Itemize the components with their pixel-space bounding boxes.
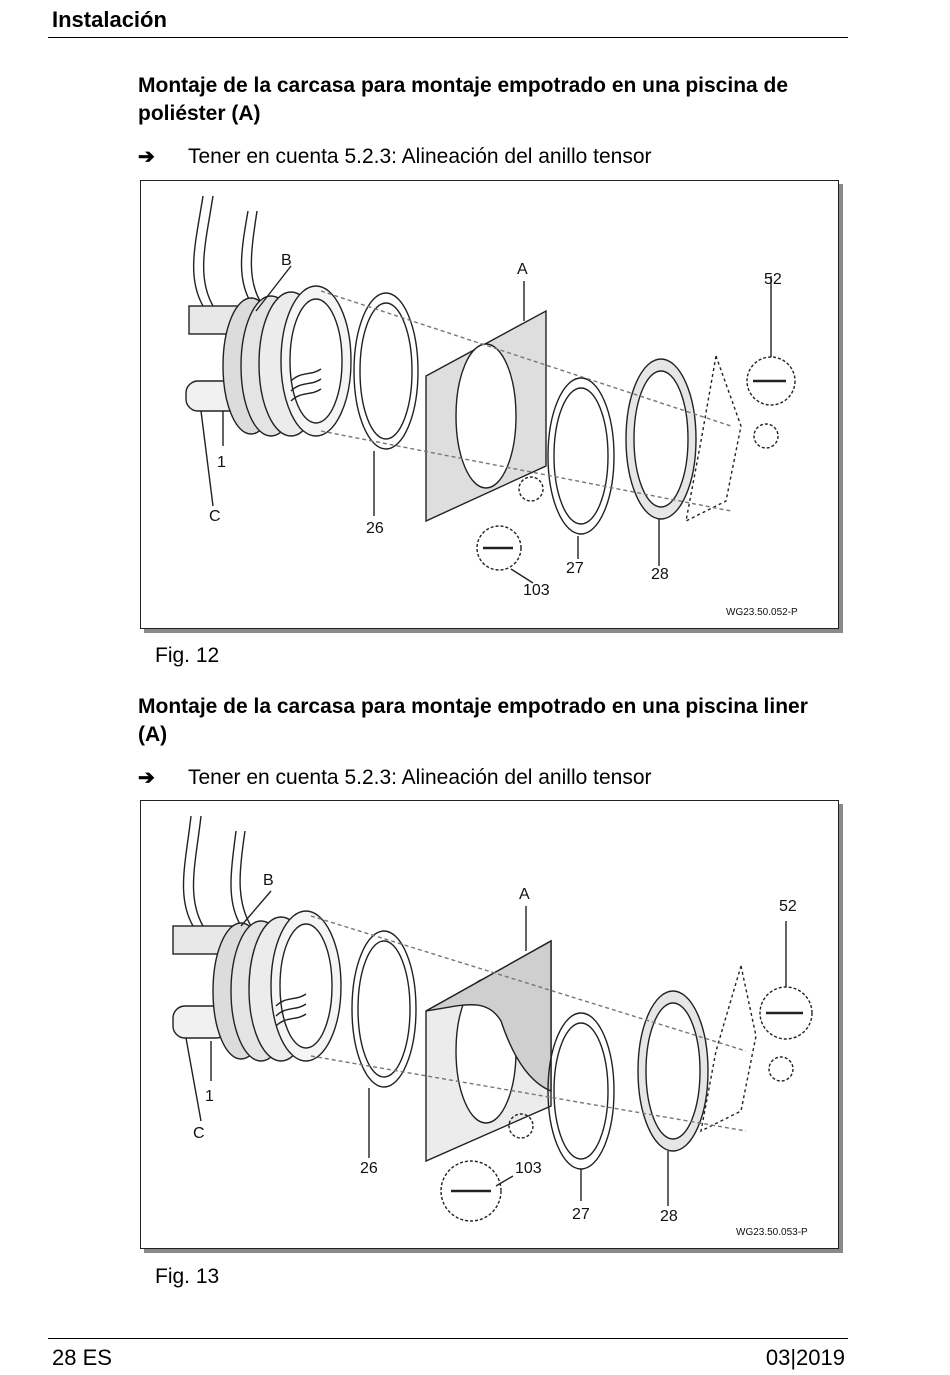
- figure-12-diagram: B A 52 1 C 26 27 28 103 WG23.50.052-P: [140, 180, 839, 629]
- label-27: 27: [572, 1206, 590, 1223]
- label-A: A: [517, 261, 528, 278]
- note-tension-ring-1: ➔ Tener en cuenta 5.2.3: Alineación del a…: [138, 144, 652, 169]
- figure-caption-13: Fig. 13: [155, 1265, 220, 1288]
- label-C: C: [209, 508, 221, 525]
- figure-code: WG23.50.053-P: [736, 1227, 808, 1238]
- label-52: 52: [764, 271, 782, 288]
- label-A: A: [519, 886, 530, 903]
- label-28: 28: [651, 566, 669, 583]
- note-text: Tener en cuenta 5.2.3: Alineación del an…: [188, 145, 652, 168]
- gasket-27: [547, 377, 615, 535]
- screw-103-detail: [476, 525, 522, 571]
- footer-date: 03|2019: [765, 1345, 845, 1370]
- label-103: 103: [523, 582, 550, 599]
- label-52: 52: [779, 898, 797, 915]
- label-28: 28: [660, 1208, 678, 1225]
- gasket-27-inner: [553, 387, 609, 525]
- note-tension-ring-2: ➔ Tener en cuenta 5.2.3: Alineación del a…: [138, 765, 652, 790]
- gasket-26: [353, 292, 419, 450]
- gasket-26-inner: [359, 302, 413, 440]
- label-26: 26: [366, 520, 384, 537]
- arrow-icon: ➔: [138, 767, 155, 789]
- label-1: 1: [217, 454, 226, 471]
- light-outline: [685, 353, 742, 523]
- label-1: 1: [205, 1088, 214, 1105]
- figure-code: WG23.50.052-P: [726, 607, 798, 618]
- clamp-ring-28-inner: [633, 370, 689, 508]
- footer-page-number: 28 ES: [52, 1345, 112, 1370]
- label-B: B: [281, 252, 292, 269]
- section-title-liner: Montaje de la carcasa para montaje empot…: [138, 695, 808, 746]
- note-text: Tener en cuenta 5.2.3: Alineación del an…: [188, 766, 652, 789]
- exploded-view-polyester: B A 52 1 C 26 27 28 103 WG23.50.052-P: [185, 195, 798, 618]
- label-27: 27: [566, 560, 584, 577]
- header-rule: [48, 37, 848, 38]
- label-103: 103: [515, 1160, 542, 1177]
- liner-flap: [425, 939, 552, 1093]
- section-title-polyester: Montaje de la carcasa para montaje empot…: [138, 74, 789, 125]
- exploded-view-liner: B A 52 1 C 26 103 27 28 WG23.50.053-P: [172, 815, 813, 1238]
- arrow-icon: ➔: [138, 146, 155, 168]
- cable: [193, 195, 204, 307]
- label-B: B: [263, 872, 274, 889]
- label-C: C: [193, 1125, 205, 1142]
- label-26: 26: [360, 1160, 378, 1177]
- page-header-title: Instalación: [52, 7, 167, 32]
- figure-13-diagram: B A 52 1 C 26 103 27 28 WG23.50.053-P: [140, 800, 839, 1249]
- cable: [203, 195, 214, 307]
- cable: [250, 210, 264, 307]
- wall-cutout: [455, 343, 517, 489]
- figure-caption-12: Fig. 12: [155, 644, 220, 667]
- housing-opening: [289, 298, 343, 424]
- footer-rule: [48, 1338, 848, 1339]
